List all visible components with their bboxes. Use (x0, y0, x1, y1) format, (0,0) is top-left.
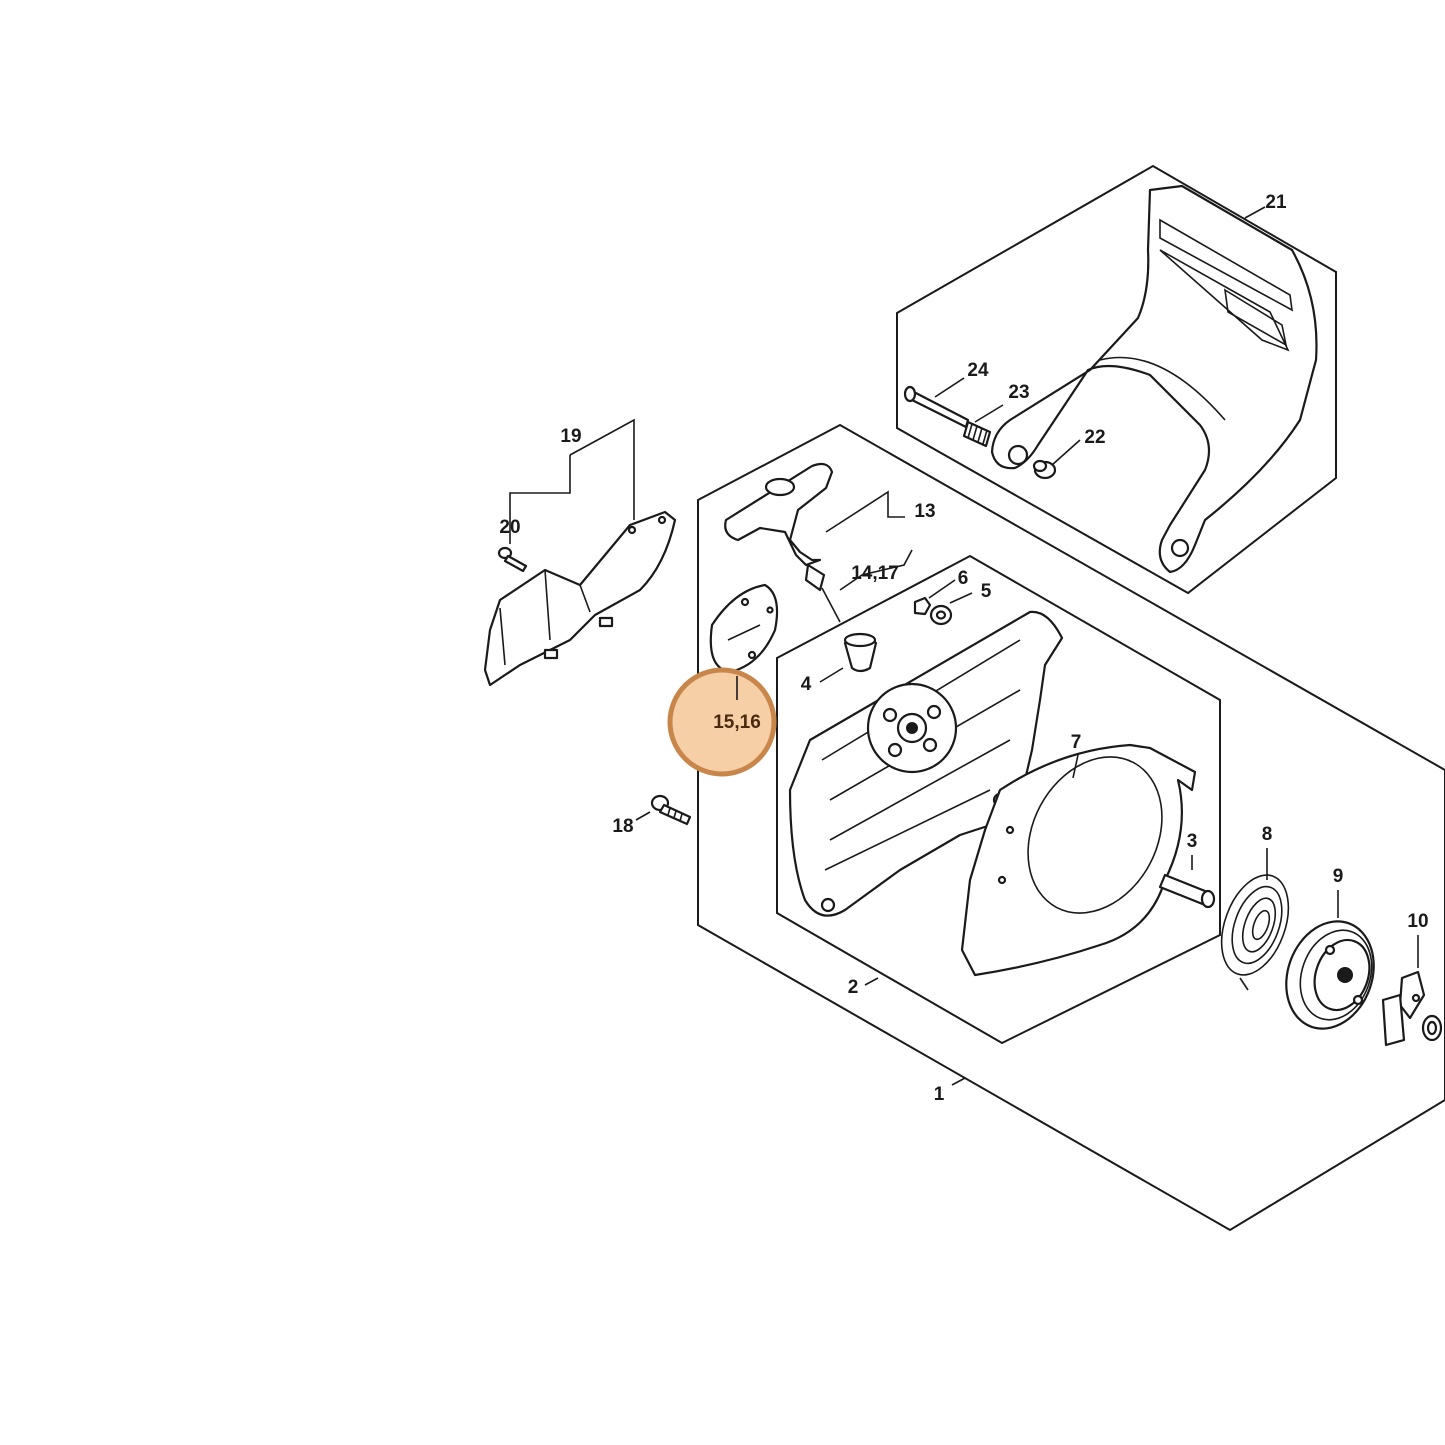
highlight-circle (667, 667, 777, 777)
label-7: 7 (1071, 732, 1082, 753)
pin-3-part (1158, 873, 1216, 909)
label-15-16: 15,16 (713, 712, 761, 733)
washer-5-part (929, 604, 953, 626)
sleeve-22-part (1032, 459, 1057, 480)
label-9: 9 (1333, 866, 1344, 887)
bolt-24-part (903, 385, 970, 429)
label-22: 22 (1084, 427, 1105, 448)
pawl-10-part (1381, 970, 1443, 1047)
label-5: 5 (981, 581, 992, 602)
nut-6-part (913, 596, 932, 616)
label-10: 10 (1407, 911, 1428, 932)
label-6: 6 (958, 568, 969, 589)
cover-19-part (483, 510, 677, 687)
label-3: 3 (1187, 831, 1198, 852)
assembly-frame-1 (697, 423, 1445, 1232)
cover-7-part (960, 743, 1197, 977)
label-24: 24 (967, 360, 989, 381)
label-18: 18 (612, 816, 633, 837)
grommet-4-part (843, 632, 878, 673)
spring-8-part (1220, 874, 1290, 991)
label-14-17: 14,17 (851, 563, 899, 584)
label-19: 19 (560, 426, 581, 447)
spring-23-part (962, 420, 992, 448)
screw-20-part (497, 546, 528, 573)
disc-15-16-part (709, 583, 779, 674)
fan-housing-2-part (788, 610, 1064, 917)
assembly-frame-2 (776, 554, 1221, 1045)
highlight-callout: 15,16 (667, 667, 777, 777)
label-4: 4 (801, 674, 812, 695)
leader-lines (509, 206, 1419, 1086)
part-labels: 1 2 3 4 5 6 7 8 9 10 13 14,17 18 19 20 2… (499, 192, 1428, 1105)
label-21: 21 (1265, 192, 1287, 213)
label-8: 8 (1262, 824, 1273, 845)
assembly-frame-21 (896, 164, 1337, 595)
label-20: 20 (499, 517, 520, 538)
label-1: 1 (934, 1084, 945, 1105)
label-13: 13 (914, 501, 935, 522)
rope-rotor-9-part (1285, 920, 1375, 1030)
handguard-part (990, 184, 1318, 574)
screw-18-part (650, 794, 692, 826)
starter-grip-13-part (724, 462, 841, 623)
label-2: 2 (848, 977, 859, 998)
label-23: 23 (1008, 382, 1029, 403)
